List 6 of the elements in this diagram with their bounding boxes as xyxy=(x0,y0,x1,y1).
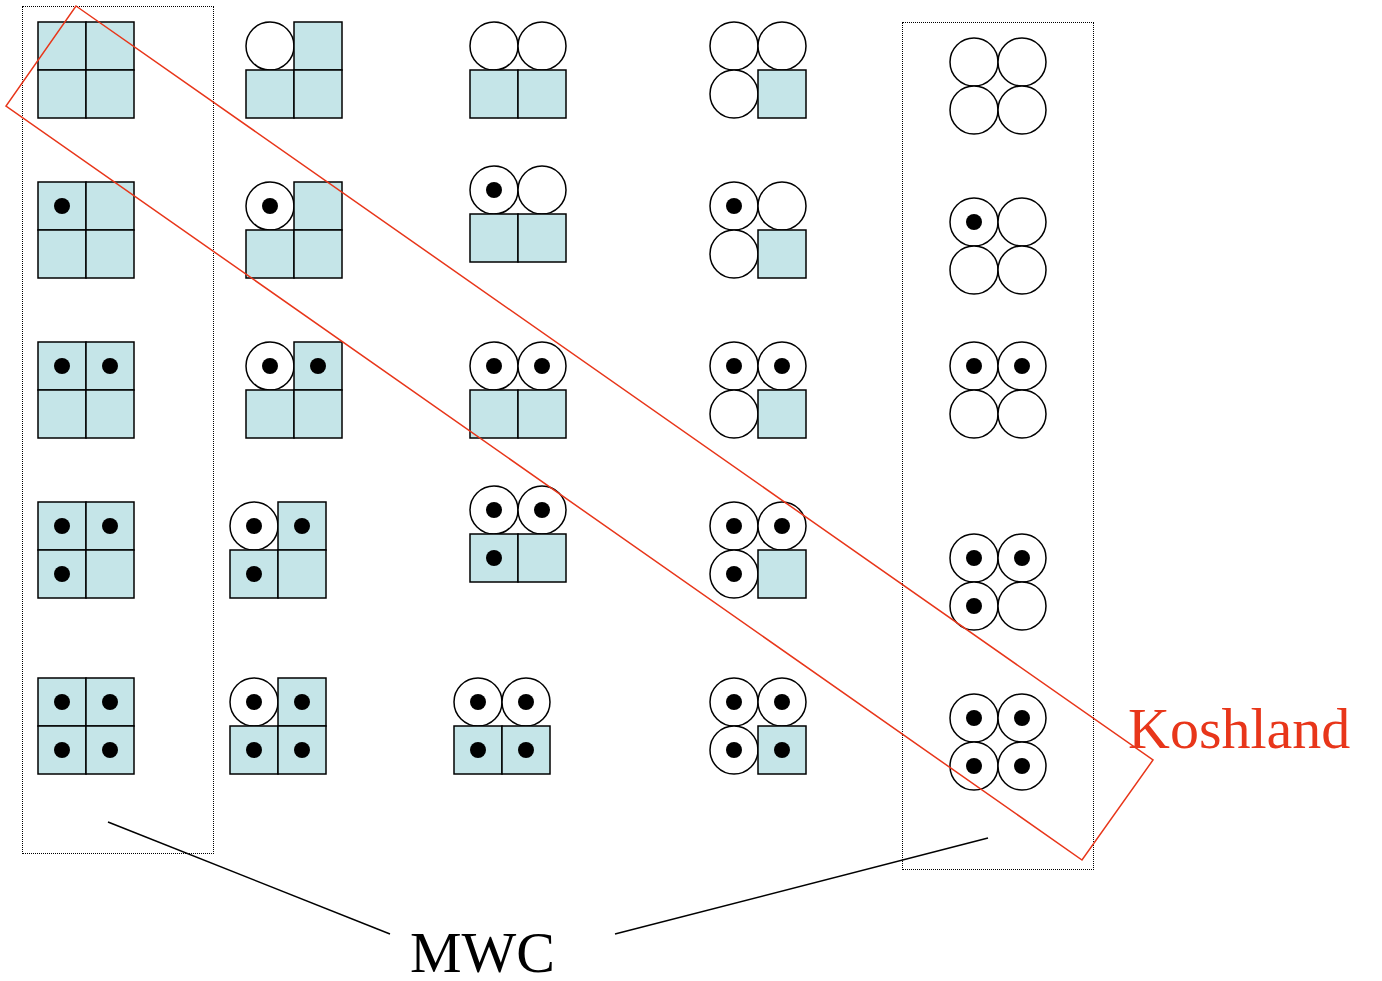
group-label: MWC xyxy=(410,924,555,981)
dotted-frame xyxy=(22,6,214,854)
dotted-frame xyxy=(902,22,1094,870)
leader-line xyxy=(614,837,989,935)
group-label: Koshland xyxy=(1128,700,1351,758)
leader-line xyxy=(107,821,391,935)
